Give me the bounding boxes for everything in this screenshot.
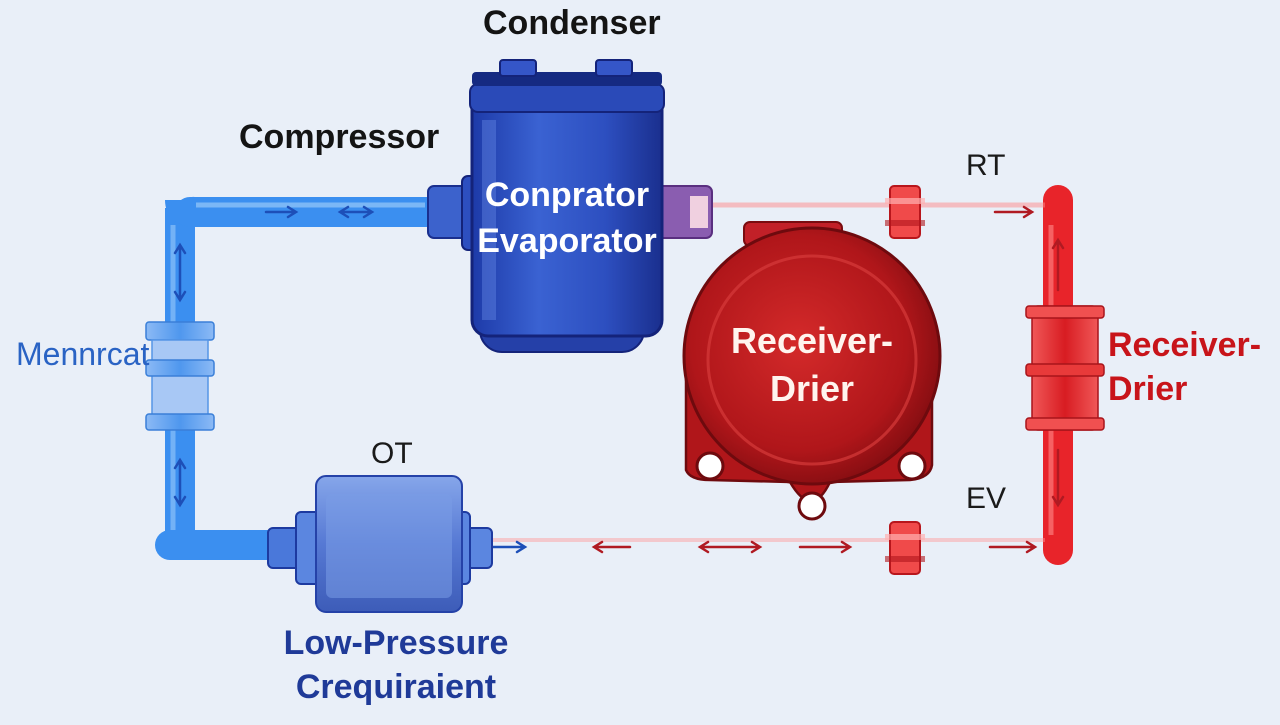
- right-receiver-drier-cylinder: [1025, 305, 1105, 431]
- low-pressure-label-line1: Low-Pressure: [283, 624, 509, 662]
- flow-arrow: [173, 242, 187, 303]
- flow-arrow: [1051, 237, 1065, 292]
- flow-arrow: [337, 205, 375, 219]
- flow-arrow: [697, 540, 763, 554]
- flow-arrow: [988, 540, 1038, 554]
- low-pressure-label-line2: Crequiraient: [295, 668, 497, 706]
- low-pressure-unit: [267, 475, 493, 613]
- flow-arrow: [798, 540, 853, 554]
- flow-arrow: [993, 205, 1035, 219]
- flow-arrows: [157, 205, 1065, 554]
- condenser-body-line2: Evaporator: [477, 222, 657, 260]
- receiver-drier-unit: [682, 221, 942, 521]
- ev-label: EV: [966, 482, 1007, 515]
- condenser-body-line1: Conprator: [484, 176, 650, 214]
- flow-arrow: [591, 540, 632, 554]
- coupling-rt: [885, 185, 925, 239]
- coupling-ev: [885, 521, 925, 575]
- rt-label: RT: [966, 149, 1006, 182]
- condenser-unit: [427, 59, 713, 353]
- flow-arrow: [264, 205, 299, 219]
- right-receiver-label-line1: Receiver-: [1108, 326, 1262, 364]
- flow-arrow: [1051, 448, 1065, 508]
- receiver-body-line1: Receiver-: [730, 320, 894, 361]
- left-filter-component: [145, 321, 215, 431]
- left-component-label: Mennrcat: [16, 336, 150, 372]
- flow-arrow: [488, 540, 528, 554]
- condenser-label: Condenser: [483, 4, 661, 42]
- compressor-label: Compressor: [239, 118, 440, 156]
- ot-label: OT: [371, 437, 413, 470]
- flow-arrow: [173, 457, 187, 508]
- receiver-body-line2: Drier: [769, 368, 855, 409]
- right-receiver-label-line2: Drier: [1108, 370, 1188, 408]
